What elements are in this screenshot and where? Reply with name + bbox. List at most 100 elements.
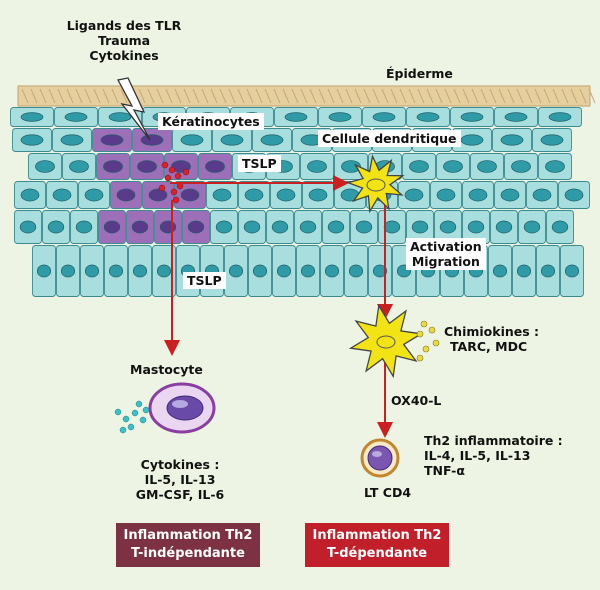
keratinocyte-nucleus-icon (327, 220, 345, 234)
keratinocyte-nucleus-icon (276, 188, 296, 202)
mastocyte-granule-icon (142, 406, 150, 414)
dendritic-cell-nucleus-icon (366, 178, 386, 192)
keratinocyte-nucleus-icon (159, 220, 177, 234)
keratinocyte-nucleus-icon (443, 160, 463, 173)
activated-dendritic-cell-nucleus-icon (376, 335, 396, 349)
mastocyte-granule-icon (135, 400, 143, 408)
tslp-granule-icon (172, 196, 180, 204)
keratinocyte-nucleus-icon (276, 264, 292, 278)
keratinocyte-nucleus-icon (409, 160, 429, 173)
keratinocyte-nucleus-icon (341, 160, 361, 173)
tslp-granule-icon (168, 166, 176, 174)
keratinocyte-nucleus-icon (252, 264, 268, 278)
lt-cd4-label: LT CD4 (364, 485, 412, 500)
tslp-granule-icon (174, 172, 182, 180)
keratinocyte-nucleus-icon (260, 134, 284, 146)
keratinocyte-nucleus-icon (307, 160, 327, 173)
chemokine-dot-icon (420, 320, 428, 328)
keratinocyte-nucleus-icon (468, 188, 488, 202)
keratinocyte-nucleus-icon (308, 188, 328, 202)
keratinocyte-nucleus-icon (108, 112, 132, 122)
keratinocyte-nucleus-icon (516, 264, 532, 278)
box-th2-t-independent: Inflammation Th2 T-indépendante (116, 523, 260, 567)
keratinocyte-nucleus-icon (460, 112, 484, 122)
stratum-corneum-texture (21, 88, 596, 104)
keratinocyte-nucleus-icon (156, 264, 172, 278)
keratinocyte-nucleus-icon (180, 188, 200, 202)
keratinocyte-nucleus-icon (404, 188, 424, 202)
box-right-line2: T-dépendante (326, 546, 428, 561)
chemokine-dot-icon (416, 354, 424, 362)
keratinocyte-nucleus-icon (564, 264, 580, 278)
keratinocyte-nucleus-icon (131, 220, 149, 234)
keratinocyte-nucleus-icon (355, 220, 373, 234)
keratinocyte-nucleus-icon (244, 188, 264, 202)
box-th2-t-dependent: Inflammation Th2 T-dépendante (305, 523, 449, 567)
keratinocyte-nucleus-icon (523, 220, 541, 234)
box-left-line1: Inflammation Th2 (123, 528, 253, 543)
keratinocyte-nucleus-icon (116, 188, 136, 202)
keratinocyte-nucleus-icon (411, 220, 429, 234)
chemokines-values: TARC, MDC (450, 339, 528, 354)
chemokine-dot-icon (416, 330, 424, 338)
mastocyte-nucleus-icon (166, 395, 204, 421)
tslp-granule-icon (158, 184, 166, 192)
chemokines-title: Chimiokines : (444, 324, 540, 339)
ox40l-label: OX40-L (391, 393, 442, 408)
keratinocyte-nucleus-icon (383, 220, 401, 234)
keratinocyte-nucleus-icon (548, 112, 572, 122)
keratinocyte-nucleus-icon (132, 264, 148, 278)
keratinocyte-nucleus-icon (20, 112, 44, 122)
keratinocyte-nucleus-icon (500, 188, 520, 202)
activation-label: Activation Migration (406, 238, 486, 270)
keratinocyte-nucleus-icon (540, 134, 564, 146)
keratinocyte-nucleus-icon (492, 264, 508, 278)
tslp-granule-icon (170, 188, 178, 196)
keratinocyte-nucleus-icon (416, 112, 440, 122)
trigger-tlr: Ligands des TLR (66, 18, 182, 33)
lightning-bolt-icon (117, 77, 151, 141)
keratinocyte-nucleus-icon (532, 188, 552, 202)
keratinocyte-nucleus-icon (328, 112, 352, 122)
th2-il: IL-4, IL-5, IL-13 (424, 448, 531, 463)
keratinocyte-nucleus-icon (148, 188, 168, 202)
keratinocyte-nucleus-icon (460, 134, 484, 146)
keratinocyte-nucleus-icon (100, 134, 124, 146)
chemokine-dots-icon (416, 320, 440, 362)
tslp-granules (158, 161, 190, 204)
keratinocyte-nucleus-icon (69, 160, 89, 173)
keratinocyte-nucleus-icon (564, 188, 584, 202)
keratinocyte-nucleus-icon (504, 112, 528, 122)
keratinocytes-label: Kératinocytes (158, 113, 264, 130)
trigger-trauma: Trauma (97, 33, 151, 48)
keratinocyte-nucleus-icon (467, 220, 485, 234)
chemokine-dot-icon (422, 345, 430, 353)
keratinocyte-nucleus-icon (84, 188, 104, 202)
tslp-granule-icon (161, 161, 169, 169)
keratinocyte-nucleus-icon (187, 220, 205, 234)
th2-inflammatory-label: Th2 inflammatoire : IL-4, IL-5, IL-13 TN… (424, 433, 563, 478)
keratinocyte-nucleus-icon (19, 220, 37, 234)
epiderme-label: Épiderme (386, 66, 453, 81)
keratinocyte-nucleus-icon (103, 220, 121, 234)
migration-text: Migration (411, 254, 480, 269)
keratinocyte-nucleus-icon (35, 160, 55, 173)
keratinocyte-nucleus-icon (243, 220, 261, 234)
keratinocyte-layers (10, 107, 590, 297)
keratinocyte-nucleus-icon (205, 160, 225, 173)
keratinocyte-nucleus-icon (84, 264, 100, 278)
keratinocyte-nucleus-icon (212, 188, 232, 202)
keratinocyte-nucleus-icon (64, 112, 88, 122)
activation-text: Activation (410, 239, 482, 254)
keratinocyte-nucleus-icon (348, 264, 364, 278)
keratinocyte-nucleus-icon (540, 264, 556, 278)
keratinocyte-nucleus-icon (228, 264, 244, 278)
keratinocyte-nucleus-icon (137, 160, 157, 173)
keratinocyte-nucleus-icon (436, 188, 456, 202)
keratinocyte-nucleus-icon (477, 160, 497, 173)
keratinocyte-nucleus-icon (372, 264, 388, 278)
mastocyte-granule-icon (139, 416, 147, 424)
keratinocyte-nucleus-icon (372, 112, 396, 122)
